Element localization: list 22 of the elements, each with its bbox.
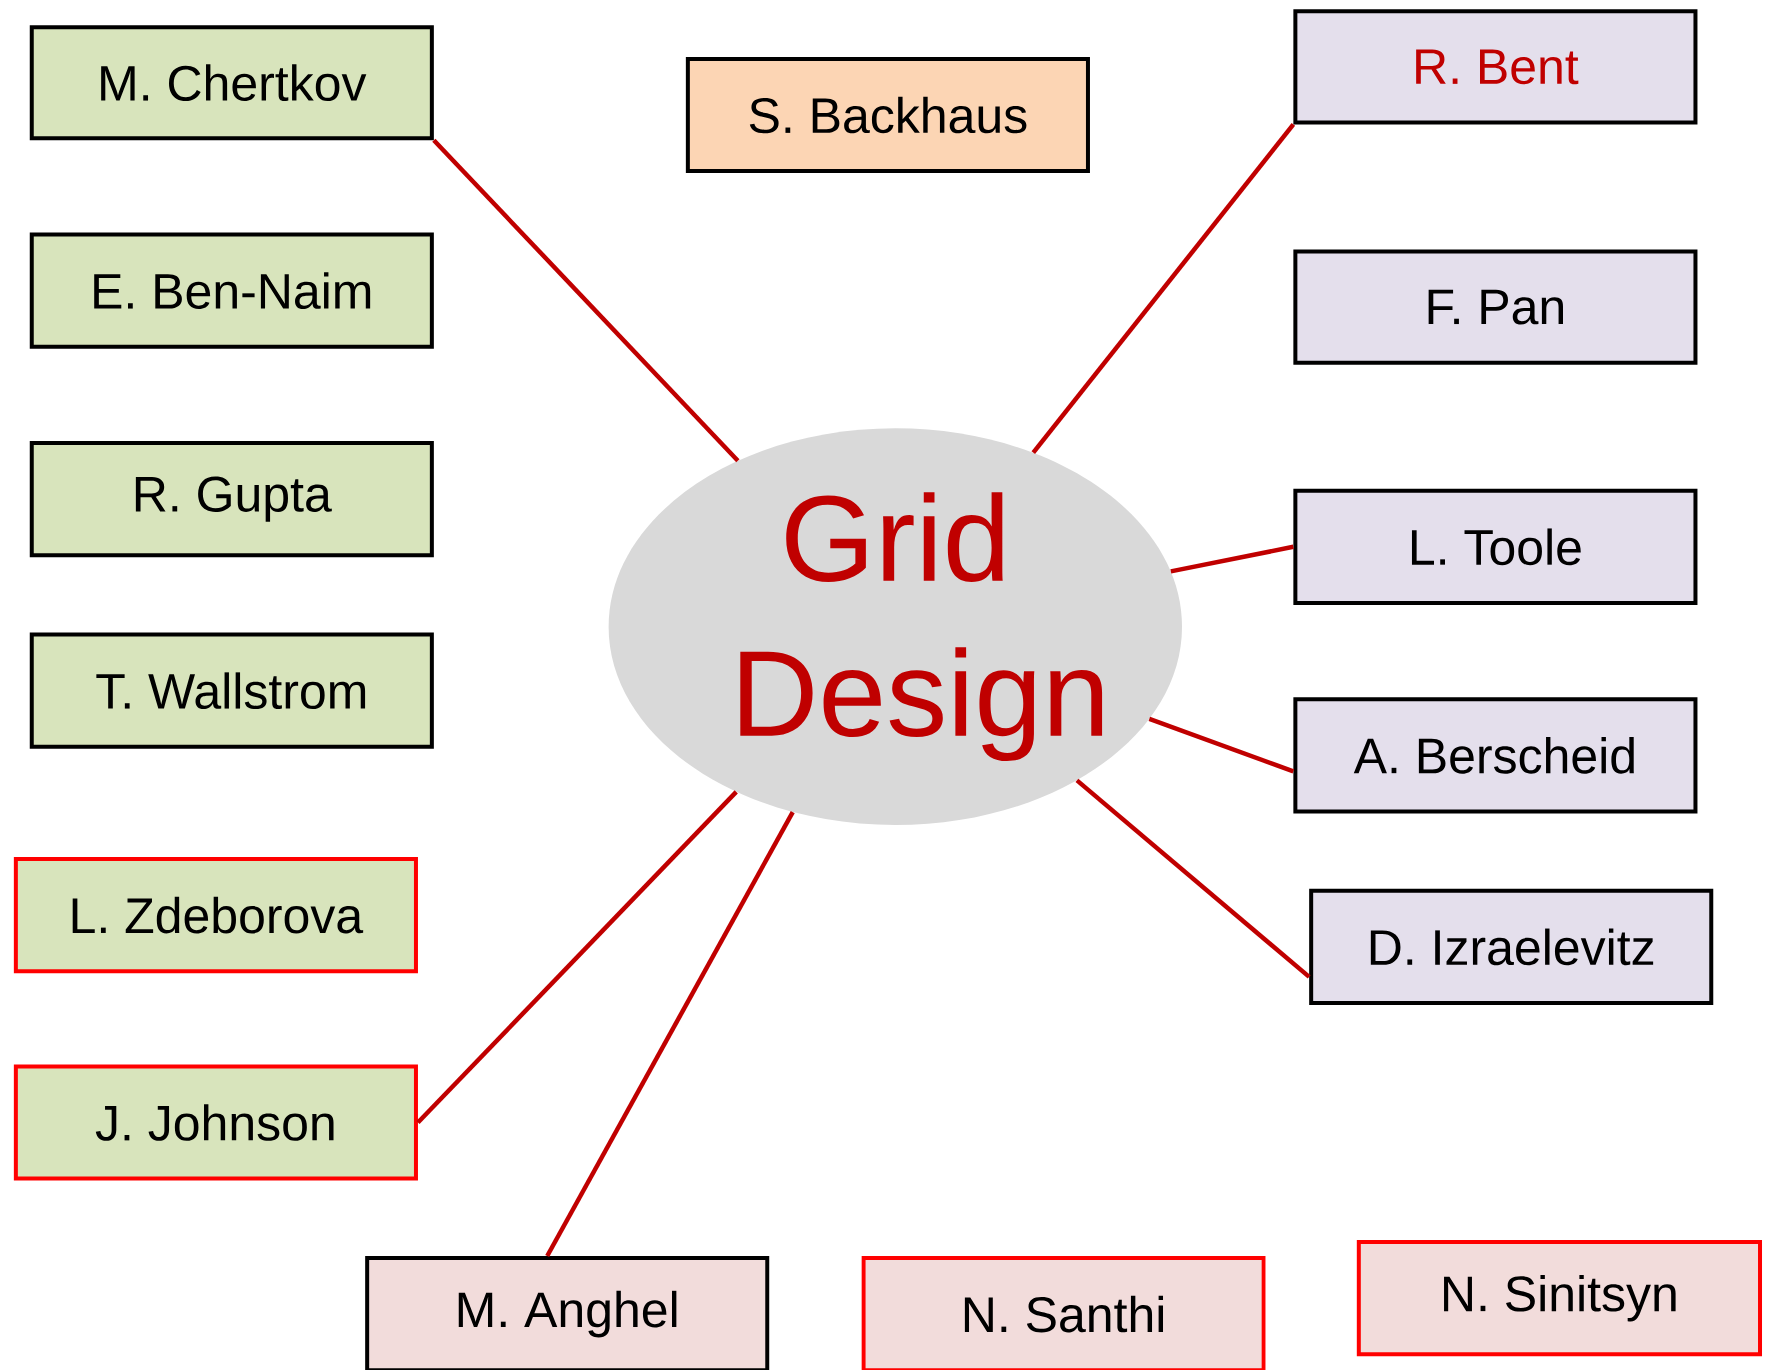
connector-line — [1031, 123, 1296, 454]
connector-line — [432, 138, 740, 463]
name-box: R. Gupta — [29, 441, 434, 558]
connector-line — [1075, 778, 1311, 979]
name-box: J. Johnson — [13, 1064, 418, 1181]
connector-line — [1148, 716, 1295, 774]
name-box: F. Pan — [1293, 249, 1698, 365]
connector-line — [416, 790, 738, 1125]
name-box: S. Backhaus — [685, 56, 1090, 174]
name-box: N. Sinitsyn — [1356, 1240, 1762, 1357]
name-box: L. Zdeborova — [13, 857, 418, 974]
name-box: L. Toole — [1293, 488, 1698, 605]
name-box: D. Izraelevitz — [1309, 888, 1714, 1005]
name-box: R. Bent — [1293, 9, 1698, 125]
name-box: A. Berscheid — [1293, 697, 1698, 814]
connector-line — [545, 811, 795, 1258]
name-box: T. Wallstrom — [29, 632, 434, 749]
name-box: N. Santhi — [861, 1256, 1266, 1370]
name-box: M. Chertkov — [29, 25, 434, 141]
name-box: M. Anghel — [365, 1256, 770, 1370]
connector-line — [1170, 544, 1294, 574]
name-box: E. Ben-Naim — [29, 232, 434, 349]
